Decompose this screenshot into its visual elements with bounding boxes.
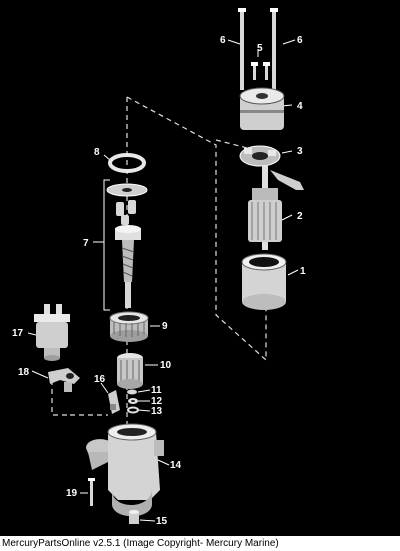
ring-part-13 <box>127 406 139 414</box>
o-ring-part-8 <box>108 153 146 173</box>
callout-17: 17 <box>12 328 24 339</box>
callout-1: 1 <box>300 266 306 277</box>
gear-ring-part-9 <box>109 311 149 342</box>
callout-13: 13 <box>151 406 163 417</box>
guide-line-right-path <box>126 96 267 362</box>
leader-lines <box>27 39 299 522</box>
callout-3: 3 <box>297 146 303 157</box>
callout-5: 5 <box>257 43 263 54</box>
guide-line-top-link <box>215 139 256 151</box>
callout-15: 15 <box>156 516 168 527</box>
drive-assembly-part-7 <box>106 183 148 308</box>
washer-part-11 <box>127 389 137 395</box>
callout-2: 2 <box>297 211 303 222</box>
callout-14: 14 <box>170 460 182 471</box>
pinion-drive-part-10 <box>117 353 143 389</box>
callout-12: 12 <box>151 396 163 407</box>
callout-4: 4 <box>297 101 303 112</box>
bushing-part-15 <box>129 510 139 524</box>
callout-11: 11 <box>151 385 162 396</box>
armature-part-2 <box>248 166 282 250</box>
callout-10: 10 <box>160 360 172 371</box>
diagram-background <box>0 0 400 536</box>
field-frame-part-1 <box>241 253 287 310</box>
through-bolt-left <box>238 8 246 90</box>
callout-16: 16 <box>94 374 106 385</box>
shift-lever-part-16 <box>108 390 120 414</box>
callout-6-right: 6 <box>297 35 303 46</box>
callout-8: 8 <box>94 147 100 158</box>
guide-line-lower-left <box>51 380 70 416</box>
callout-6-left: 6 <box>220 35 226 46</box>
drive-housing-part-14 <box>86 423 164 517</box>
bolt-part-19 <box>88 478 95 506</box>
callout-18: 18 <box>18 367 30 378</box>
callout-labels: 6 6 5 4 3 2 1 8 7 9 10 11 12 13 14 15 16… <box>12 35 306 527</box>
image-caption: MercuryPartsOnline v2.5.1 (Image Copyrig… <box>0 536 400 551</box>
retainer-part-12 <box>128 398 138 404</box>
screws-part-5 <box>251 62 270 80</box>
solenoid-part-17 <box>34 304 70 361</box>
callout-19: 19 <box>66 488 78 499</box>
callout-9: 9 <box>162 321 168 332</box>
through-bolt-right <box>270 8 278 90</box>
brush-plate-part-3 <box>239 145 304 190</box>
end-cap-part-4 <box>239 87 285 130</box>
callout-7: 7 <box>83 238 89 249</box>
plunger-fork-part-18 <box>48 368 80 392</box>
exploded-parts-diagram: 6 6 5 4 3 2 1 8 7 9 10 11 12 13 14 15 16… <box>0 0 400 536</box>
